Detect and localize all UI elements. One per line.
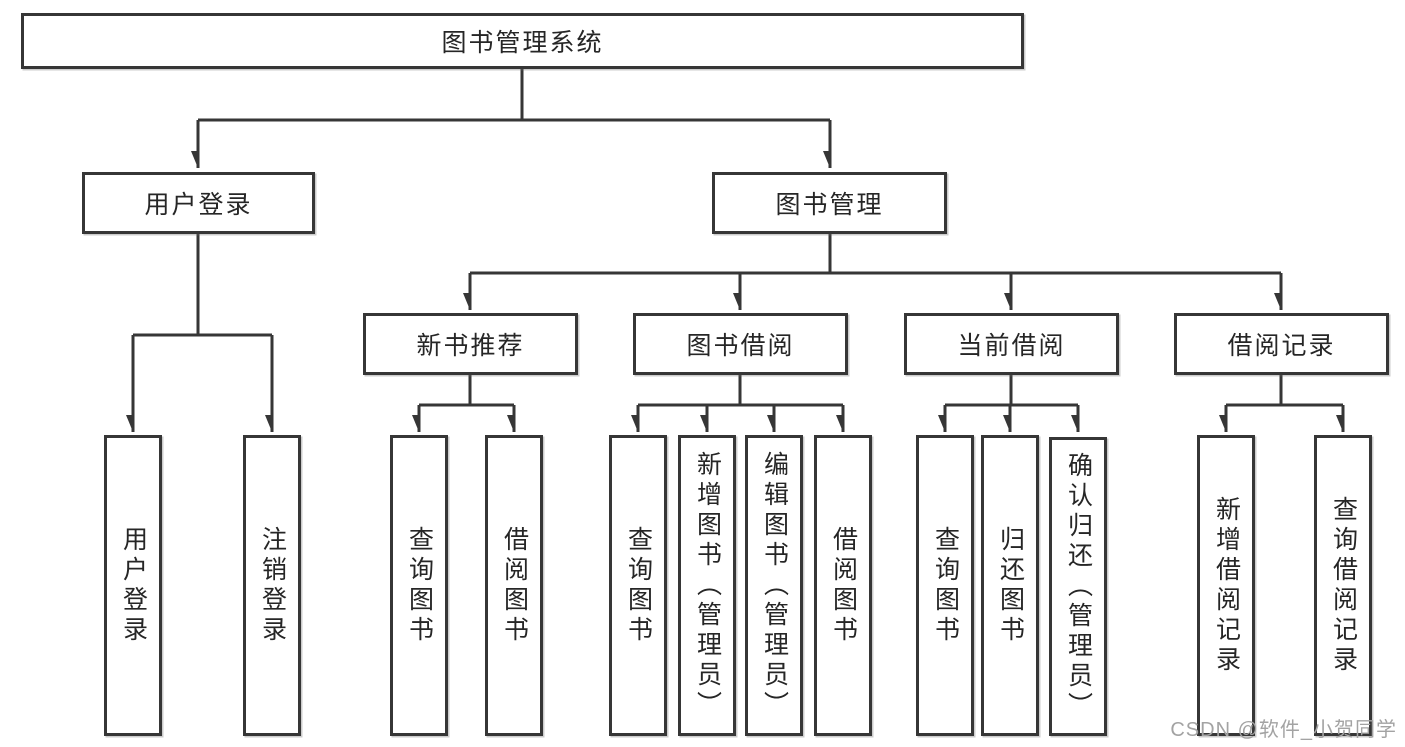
node-user-login-label: 用户登录 bbox=[144, 191, 253, 219]
leaf-add-book-label: 新增图书（管理员） bbox=[693, 450, 722, 721]
node-root-label: 图书管理系统 bbox=[441, 29, 604, 57]
leaf-borrow-book-bor-label: 借阅图书 bbox=[829, 525, 858, 646]
node-book-mgmt: 图书管理 bbox=[712, 172, 947, 234]
leaf-borrow-book-rec: 借阅图书 bbox=[485, 435, 543, 736]
leaf-return-book-label: 归还图书 bbox=[996, 525, 1025, 646]
leaf-query-book-bor: 查询图书 bbox=[609, 435, 667, 736]
leaf-return-book: 归还图书 bbox=[981, 435, 1039, 736]
node-current-borrow-label: 当前借阅 bbox=[957, 332, 1066, 360]
leaf-user-login-label: 用户登录 bbox=[119, 525, 148, 646]
leaf-query-book-bor-label: 查询图书 bbox=[624, 525, 653, 646]
leaf-confirm-return-label: 确认归还（管理员） bbox=[1064, 451, 1093, 722]
node-new-book-rec-label: 新书推荐 bbox=[416, 332, 525, 360]
leaf-logout-label: 注销登录 bbox=[258, 525, 287, 646]
leaf-query-book-cur-label: 查询图书 bbox=[931, 525, 960, 646]
leaf-logout: 注销登录 bbox=[243, 435, 301, 736]
leaf-edit-book: 编辑图书（管理员） bbox=[745, 435, 803, 736]
leaf-query-book-cur: 查询图书 bbox=[916, 435, 974, 736]
leaf-add-record-label: 新增借阅记录 bbox=[1212, 495, 1241, 676]
node-borrow-record-label: 借阅记录 bbox=[1227, 332, 1336, 360]
leaf-query-record-label: 查询借阅记录 bbox=[1329, 495, 1358, 676]
leaf-confirm-return: 确认归还（管理员） bbox=[1049, 437, 1107, 736]
node-book-mgmt-label: 图书管理 bbox=[775, 191, 884, 219]
leaf-query-book-rec-label: 查询图书 bbox=[405, 525, 434, 646]
node-root: 图书管理系统 bbox=[21, 13, 1024, 69]
node-current-borrow: 当前借阅 bbox=[904, 313, 1119, 375]
leaf-borrow-book-bor: 借阅图书 bbox=[814, 435, 872, 736]
node-new-book-rec: 新书推荐 bbox=[363, 313, 578, 375]
leaf-query-book-rec: 查询图书 bbox=[390, 435, 448, 736]
node-book-borrow: 图书借阅 bbox=[633, 313, 848, 375]
leaf-borrow-book-rec-label: 借阅图书 bbox=[500, 525, 529, 646]
leaf-query-record: 查询借阅记录 bbox=[1314, 435, 1372, 736]
leaf-add-book: 新增图书（管理员） bbox=[678, 435, 736, 736]
csdn-watermark: CSDN @软件_小贺同学 bbox=[1170, 719, 1397, 741]
leaf-user-login: 用户登录 bbox=[104, 435, 162, 736]
leaf-add-record: 新增借阅记录 bbox=[1197, 435, 1255, 736]
leaf-edit-book-label: 编辑图书（管理员） bbox=[760, 450, 789, 721]
node-borrow-record: 借阅记录 bbox=[1174, 313, 1389, 375]
node-user-login: 用户登录 bbox=[82, 172, 315, 234]
node-book-borrow-label: 图书借阅 bbox=[686, 332, 795, 360]
